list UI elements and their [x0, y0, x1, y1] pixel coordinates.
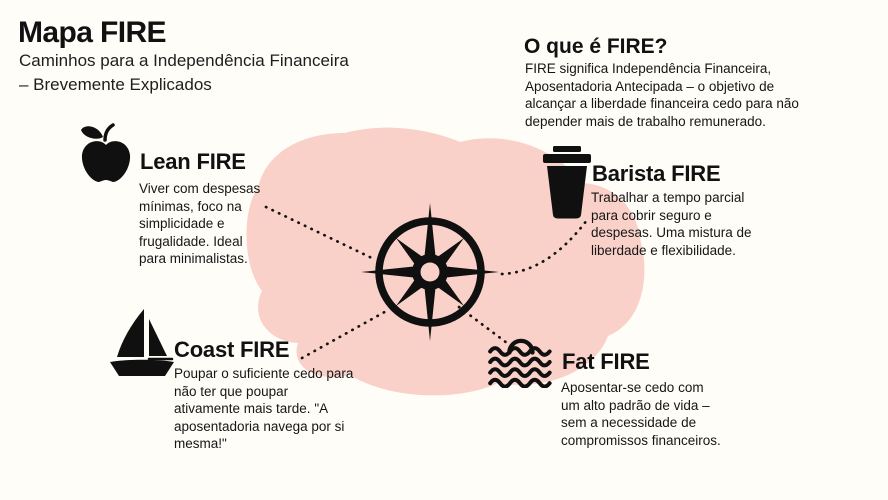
dotted-connector-barista: [500, 218, 589, 276]
page-title: Mapa FIRE: [18, 16, 167, 49]
apple-icon: [81, 123, 131, 182]
fat-fire-body: Aposentar-se cedo com um alto padrão de …: [561, 380, 721, 448]
about-title: O que é FIRE?: [524, 35, 668, 58]
fat-fire-title: Fat FIRE: [562, 349, 650, 374]
barista-fire-title: Barista FIRE: [592, 161, 721, 186]
compass-rose-icon: [361, 203, 499, 341]
coast-fire-body: Poupar o suficiente cedo para não ter qu…: [174, 366, 354, 452]
page-subtitle: Caminhos para a Independência Financeira…: [19, 51, 349, 94]
lean-fire-title: Lean FIRE: [140, 149, 246, 174]
coast-fire-title: Coast FIRE: [174, 337, 290, 362]
coffee-cup-icon: [543, 146, 591, 219]
dotted-connector-lean: [264, 205, 378, 262]
barista-fire-body: Trabalhar a tempo parcial para cobrir se…: [591, 190, 752, 258]
dotted-connector-coast: [300, 307, 392, 360]
lean-fire-body: Viver com despesas mínimas, foco na simp…: [139, 181, 261, 267]
about-body: FIRE significa Independência Financeira,…: [525, 61, 799, 129]
sun-waves-icon: [488, 338, 552, 388]
sailboat-icon: [110, 309, 174, 376]
